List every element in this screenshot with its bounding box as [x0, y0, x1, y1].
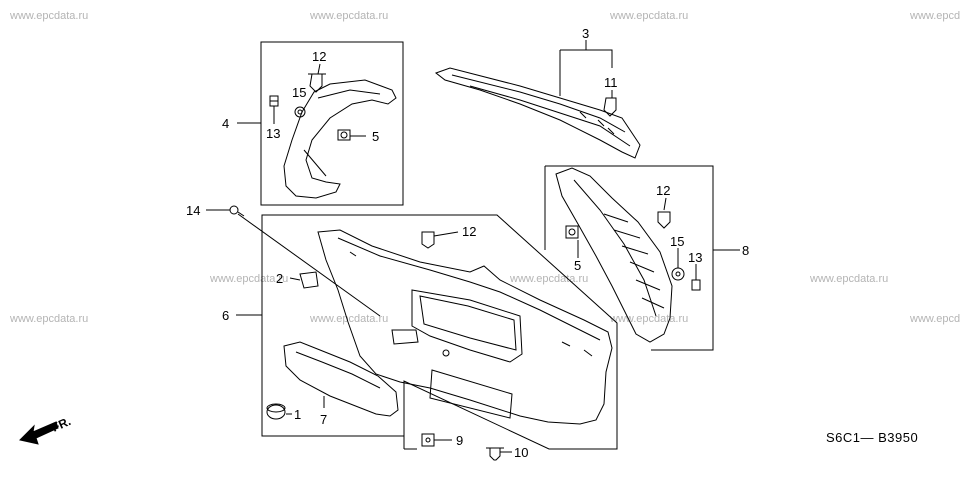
- watermark-low-4: www.epcdata.ru: [910, 313, 960, 325]
- callout-13-upper: 13: [266, 126, 280, 141]
- diagram-code: S6C1— B3950: [826, 430, 919, 445]
- callout-12-right: 12: [656, 183, 670, 198]
- part-6-tailgate-lining: [317, 229, 613, 425]
- fastener-11: [603, 97, 617, 117]
- callout-2: 2: [276, 271, 283, 286]
- callout-8: 8: [742, 243, 749, 258]
- fastener-10: [486, 447, 504, 461]
- watermark-top-2: www.epcdata.ru: [310, 10, 389, 22]
- callout-7: 7: [320, 412, 327, 427]
- fastener-12-mid: [421, 231, 435, 249]
- watermark-mid-2: www.epcdata.ru: [510, 273, 589, 285]
- fastener-12-right: [657, 211, 671, 229]
- fastener-15-right: [671, 267, 685, 281]
- callout-15-upper: 15: [292, 85, 306, 100]
- part-3-upper-trim: [434, 67, 641, 159]
- callout-6: 6: [222, 308, 229, 323]
- front-label: FR.: [50, 414, 73, 435]
- callout-4: 4: [222, 116, 229, 131]
- fastener-2: [299, 271, 319, 289]
- watermark-top-3: www.epcdata.ru: [610, 10, 689, 22]
- fastener-5-right: [565, 225, 579, 239]
- front-arrow-icon: FR.: [19, 414, 73, 445]
- callout-12-upper: 12: [312, 49, 326, 64]
- callout-5-right: 5: [574, 258, 581, 273]
- callout-12-mid: 12: [462, 224, 476, 239]
- watermark-mid-1: www.epcdata.ru: [210, 273, 289, 285]
- part-4-side-trim: [283, 79, 397, 199]
- fastener-15-upper: [294, 106, 306, 118]
- fastener-14: [229, 205, 245, 217]
- part-7-lower-panel: [283, 341, 399, 417]
- fastener-13-upper: [269, 95, 279, 107]
- callout-15-right: 15: [670, 234, 684, 249]
- callout-11: 11: [604, 75, 618, 90]
- callout-5-upper: 5: [372, 129, 379, 144]
- fastener-9: [421, 433, 435, 447]
- fastener-5-upper: [337, 129, 351, 141]
- callout-1: 1: [294, 407, 301, 422]
- watermark-mid-3: www.epcdata.ru: [810, 273, 889, 285]
- watermark-low-2: www.epcdata.ru: [310, 313, 389, 325]
- watermark-top-4: www.epcdata.ru: [910, 10, 960, 22]
- group-box-6: [261, 214, 618, 450]
- watermark-top-1: www.epcdata.ru: [10, 10, 89, 22]
- group-box-4: [260, 41, 404, 206]
- part-8-pillar-trim: [555, 167, 673, 343]
- watermark-low-1: www.epcdata.ru: [10, 313, 89, 325]
- callout-13-right: 13: [688, 250, 702, 265]
- group-box-8: [545, 165, 714, 351]
- callout-14: 14: [186, 203, 200, 218]
- fastener-12-upper: [308, 73, 326, 93]
- fastener-1: [266, 403, 286, 420]
- callout-9: 9: [456, 433, 463, 448]
- callout-3: 3: [582, 26, 589, 41]
- fastener-13-right: [691, 279, 701, 291]
- callout-10: 10: [514, 445, 528, 460]
